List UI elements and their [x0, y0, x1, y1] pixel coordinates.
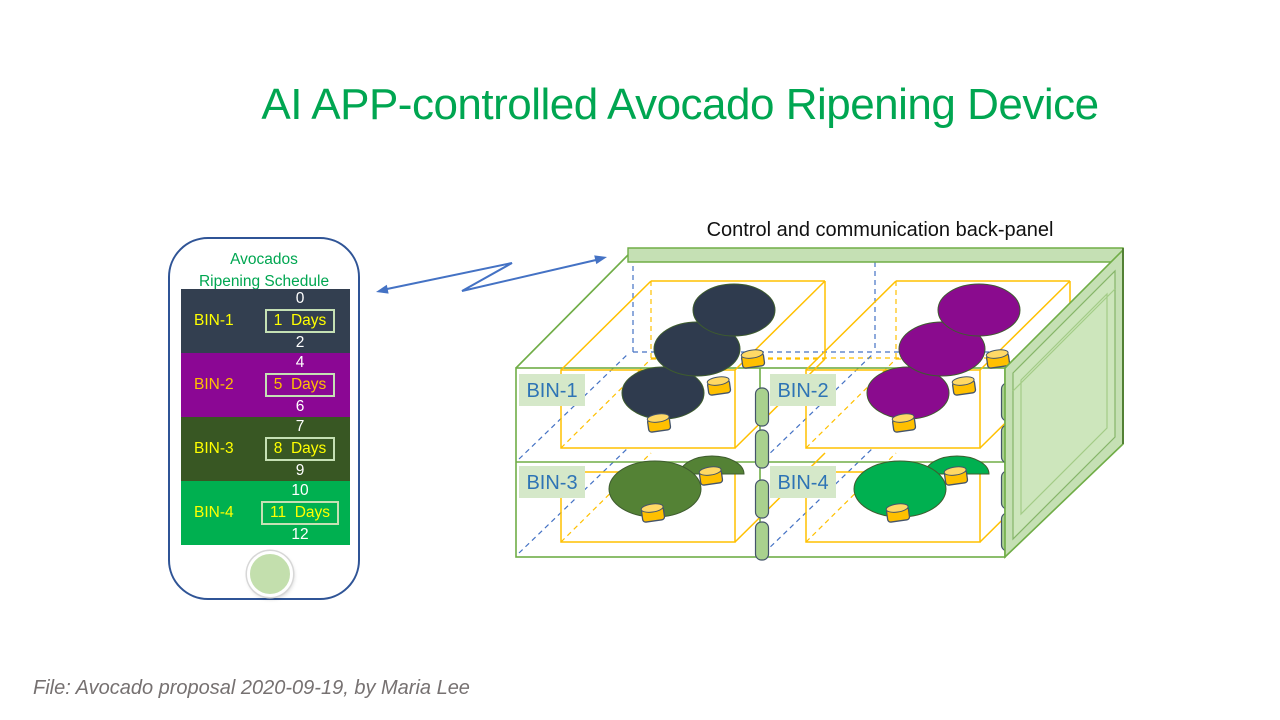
sensor-icon [706, 376, 732, 396]
door-handle [754, 479, 770, 519]
sensor-icon [698, 466, 724, 486]
bin-tag-label: BIN-4 [777, 472, 828, 494]
bin-label: BIN-2 [194, 376, 234, 393]
sensor-icon [740, 349, 766, 369]
sensor-icon [985, 349, 1011, 369]
cabinet-wireframe [515, 247, 1124, 558]
range-end: 12 [291, 526, 309, 544]
sensor-icon [640, 503, 666, 523]
bin-label: BIN-1 [194, 312, 234, 329]
bin-tag-label: BIN-3 [526, 472, 577, 494]
bin-tag-bg [519, 466, 585, 498]
range-start: 7 [295, 418, 305, 436]
file-footer: File: Avocado proposal 2020-09-19, by Ma… [33, 677, 470, 699]
sensor-icon [951, 376, 977, 396]
days-box: 1 Days [264, 308, 336, 334]
device-caption: Control and communication back-panel [706, 219, 1054, 241]
sensor-icon [646, 413, 672, 433]
schedule-header: Avocados Ripening Schedule [170, 239, 358, 292]
device-bin-bottom-left [560, 452, 826, 543]
range-end: 6 [295, 398, 305, 416]
door-inner-panel [1012, 269, 1116, 541]
days-box: 8 Days [264, 436, 336, 462]
avocado [692, 283, 776, 337]
bin-tag-bg [770, 374, 836, 406]
range-end: 2 [295, 334, 305, 352]
arrow-head-left [376, 284, 389, 294]
sensor-icon [891, 413, 917, 433]
range-end: 9 [295, 462, 305, 480]
sensor-icon [943, 466, 969, 486]
schedule-header-line2: Ripening Schedule [198, 272, 330, 290]
bin-tag-bg [770, 466, 836, 498]
side-door-panel [1004, 248, 1124, 559]
phone-home-button [247, 551, 293, 597]
arrow-line [386, 259, 597, 292]
bin-label: BIN-4 [194, 504, 234, 521]
device-bin-bottom-right [805, 452, 1071, 543]
avocado-partial [924, 455, 990, 475]
connector-arrow [376, 255, 607, 294]
sensor-icon [885, 503, 911, 523]
door-handle [754, 387, 770, 427]
door-handle [754, 429, 770, 469]
range-start: 10 [291, 482, 309, 500]
door-handle [754, 521, 770, 561]
range-start: 0 [295, 290, 305, 308]
days-box: 5 Days [264, 372, 336, 398]
range-start: 4 [295, 354, 305, 372]
device-bin-top-left [560, 280, 826, 449]
door-bevel [1020, 292, 1108, 516]
arrow-head-right [594, 255, 607, 265]
bin-tag-bg [519, 374, 585, 406]
back-panel-top-slab [627, 247, 1124, 263]
bin-tag-label: BIN-1 [526, 380, 577, 402]
bin-label: BIN-3 [194, 440, 234, 457]
schedule-header-line1: Avocados [230, 251, 298, 268]
days-box: 11 Days [260, 500, 340, 526]
avocado [937, 283, 1021, 337]
page-title: AI APP-controlled Avocado Ripening Devic… [261, 80, 1099, 129]
bin-tag-label: BIN-2 [777, 380, 828, 402]
avocado-partial [679, 455, 745, 475]
